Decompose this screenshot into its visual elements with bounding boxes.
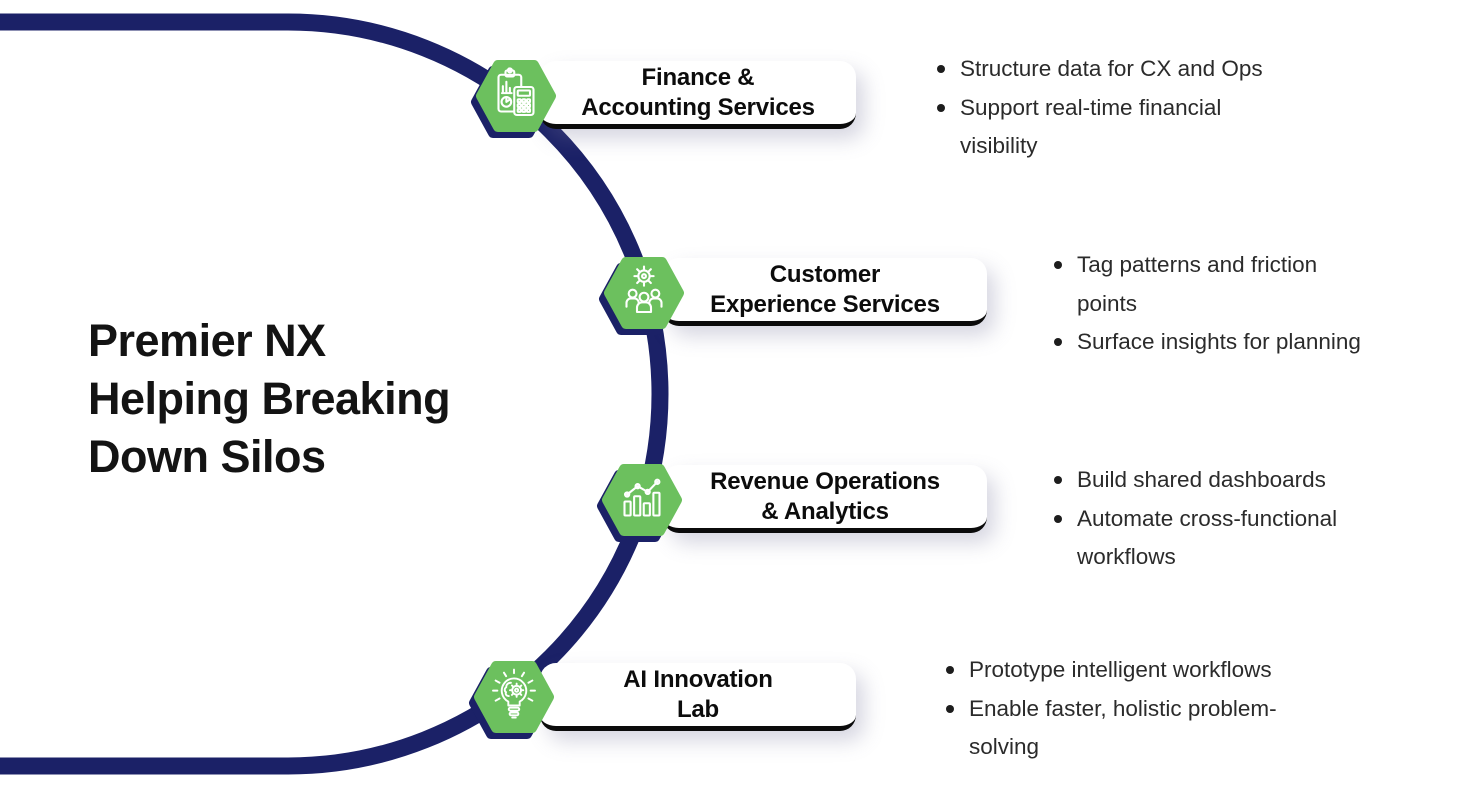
service-label-line: Lab (676, 695, 720, 723)
service-label-line: AI Innovation (623, 665, 773, 693)
bullet-item: Enable faster, holistic problem-solving (942, 690, 1324, 767)
service-hexagon-revenue-operations (592, 450, 692, 555)
bullet-item: Support real-time financial visibility (933, 89, 1301, 166)
service-hexagon-ai-innovation-lab (464, 647, 564, 752)
bullet-item: Prototype intelligent workflows (942, 651, 1324, 690)
ai-innovation-icon (492, 668, 536, 719)
service-label-customer-experience: Customer Experience Services (663, 258, 987, 326)
finance-accounting-icon (497, 67, 535, 117)
page-title-line: Helping Breaking (88, 373, 451, 424)
bullet-item: Structure data for CX and Ops (933, 50, 1301, 89)
service-bullets-ai-innovation-lab: Prototype intelligent workflows Enable f… (942, 651, 1324, 767)
service-label-line: Accounting Services (581, 93, 815, 121)
service-hexagon-customer-experience (594, 243, 694, 348)
service-label-line: & Analytics (761, 497, 889, 525)
bullet-item: Tag patterns and friction points (1050, 246, 1362, 323)
bullet-item: Automate cross-functional workflows (1050, 500, 1362, 577)
service-bullets-revenue-operations: Build shared dashboards Automate cross-f… (1050, 461, 1362, 577)
page-title-line: Premier NX (88, 315, 326, 366)
service-label-finance-accounting: Finance & Accounting Services (540, 61, 856, 129)
customer-experience-icon (625, 265, 663, 314)
service-label-ai-innovation-lab: AI Innovation Lab (540, 663, 856, 731)
service-label-revenue-operations: Revenue Operations & Analytics (663, 465, 987, 533)
revenue-analytics-icon (623, 478, 661, 517)
bullet-item: Build shared dashboards (1050, 461, 1362, 500)
service-label-line: Finance & (641, 63, 755, 91)
service-bullets-finance-accounting: Structure data for CX and Ops Support re… (933, 50, 1301, 166)
bullet-item: Surface insights for planning (1050, 323, 1362, 362)
service-label-line: Experience Services (710, 290, 940, 318)
page-title-line: Down Silos (88, 431, 326, 482)
service-label-line: Revenue Operations (710, 467, 940, 495)
service-bullets-customer-experience: Tag patterns and friction points Surface… (1050, 246, 1362, 362)
page-title: Premier NX Helping Breaking Down Silos (88, 312, 451, 486)
service-hexagon-finance-accounting (466, 46, 566, 151)
service-label-line: Customer (769, 260, 881, 288)
